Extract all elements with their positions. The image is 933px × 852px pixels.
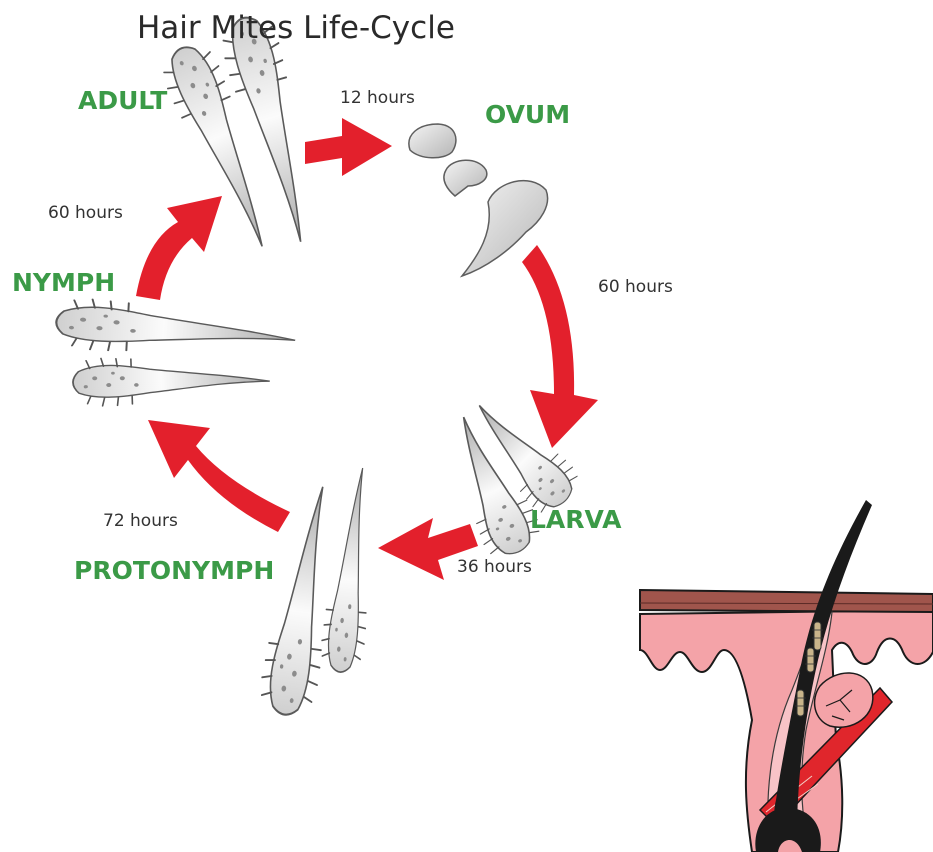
duration-ovum-to-larva: 60 hours bbox=[598, 277, 673, 297]
stage-label-ovum: OVUM bbox=[485, 100, 570, 129]
stage-label-adult: ADULT bbox=[78, 86, 167, 115]
stage-label-protonymph: PROTONYMPH bbox=[74, 556, 274, 585]
duration-larva-to-protonymph: 36 hours bbox=[457, 557, 532, 577]
duration-adult-to-ovum: 12 hours bbox=[340, 88, 415, 108]
arrow-adult-to-ovum bbox=[305, 118, 392, 176]
nymph-mite-2 bbox=[72, 352, 270, 407]
nymph-mite-1 bbox=[55, 297, 297, 360]
protonymph-mite-2 bbox=[319, 466, 379, 674]
duration-protonymph-to-nymph: 72 hours bbox=[103, 511, 178, 531]
egg-2 bbox=[444, 160, 487, 196]
arrow-nymph-to-adult bbox=[136, 196, 222, 300]
stage-label-larva: LARVA bbox=[530, 505, 622, 534]
adult-mite-2 bbox=[216, 11, 333, 248]
hair-follicle-illustration bbox=[640, 500, 933, 852]
egg-1 bbox=[409, 124, 456, 158]
diagram-title: Hair Mites Life-Cycle bbox=[137, 10, 455, 46]
arrow-ovum-to-larva bbox=[522, 245, 598, 448]
duration-nymph-to-adult: 60 hours bbox=[48, 203, 123, 223]
stage-label-nymph: NYMPH bbox=[12, 268, 115, 297]
